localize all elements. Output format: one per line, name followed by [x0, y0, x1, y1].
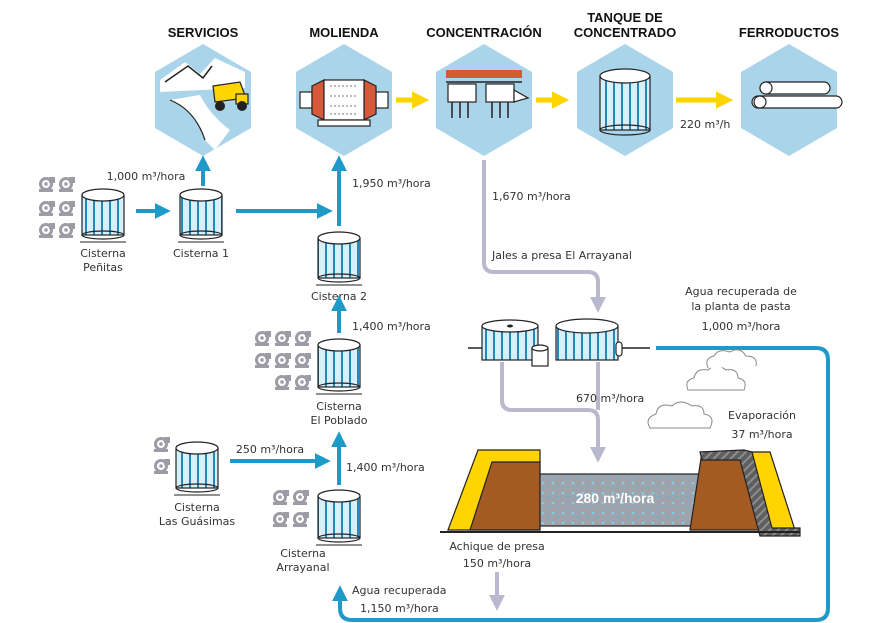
cisterna-penitas-label-1: Cisterna — [80, 247, 126, 260]
stage-ferroductos-title: FERRODUCTOS — [739, 25, 839, 40]
pump-icon — [154, 459, 170, 474]
mining-truck-icon — [212, 81, 249, 111]
agua-recuperada-label: Agua recuperada — [352, 584, 447, 597]
cisterna-penitas-label-2: Peñitas — [83, 261, 123, 274]
thickener-tanks — [468, 318, 650, 367]
cisterna-el-poblado-label-1: Cisterna — [316, 400, 362, 413]
guasimas-flow-label: 250 m³/hora — [236, 443, 304, 456]
stage-tanque-title-1: TANQUE DE — [587, 10, 663, 25]
evaporacion-rate-label: 37 m³/hora — [731, 428, 792, 441]
ferroductos-flow-label: 220 m³/h — [680, 118, 730, 131]
agua-recuperada-rate-label: 1,150 m³/hora — [360, 602, 439, 615]
cisterna-el-poblado — [255, 331, 362, 395]
pump-icon — [154, 437, 170, 452]
stage-tanque-title-2: CONCENTRADO — [574, 25, 677, 40]
cisterna-penitas — [39, 177, 126, 243]
pump-icon — [293, 490, 309, 505]
pump-icon — [273, 490, 289, 505]
cisterna-2 — [316, 231, 362, 286]
cisterna-1-label: Cisterna 1 — [173, 247, 229, 260]
pump-icon — [59, 223, 75, 238]
pump-icon — [39, 177, 55, 192]
evaporacion-label: Evaporación — [728, 409, 796, 422]
pump-icon — [39, 201, 55, 216]
concentracion-out-label: 1,670 m³/hora — [492, 190, 571, 203]
pump-icon — [295, 331, 311, 346]
pump-icon — [293, 512, 309, 527]
servicios-hexagon — [155, 44, 251, 156]
water-flow-arrows — [136, 155, 830, 622]
cisterna-las-guasimas-label-1: Cisterna — [174, 501, 220, 514]
pump-icon — [295, 353, 311, 368]
achique-label: Achique de presa — [449, 540, 544, 553]
cisterna-arrayanal-label-2: Arrayanal — [276, 561, 329, 574]
concentracion-hexagon — [436, 44, 532, 156]
molienda-hexagon — [296, 44, 392, 156]
pump-icon — [275, 353, 291, 368]
tailings-dam — [440, 449, 801, 537]
cisterna-las-guasimas-label-2: Las Guásimas — [159, 515, 236, 528]
pump-icon — [255, 353, 271, 368]
stage-concentracion-title: CONCENTRACIÓN — [426, 25, 542, 40]
recuperada-label-2: la planta de pasta — [691, 300, 790, 313]
tanque-concentrado-hexagon — [577, 44, 673, 156]
pump-icon — [39, 223, 55, 238]
cisterna-arrayanal-label-1: Cisterna — [280, 547, 326, 560]
molienda-flow-label: 1,950 m³/hora — [352, 177, 431, 190]
cloud-icon — [647, 349, 757, 429]
ferroductos-hexagon — [741, 44, 843, 156]
flotation-cells-icon — [446, 70, 530, 118]
tailings-lines — [482, 160, 606, 611]
cisterna-las-guasimas — [154, 437, 220, 496]
pump-icon — [275, 375, 291, 390]
stage-molienda-title: MOLIENDA — [309, 25, 379, 40]
grinding-mill-icon — [299, 79, 389, 127]
pump-icon — [59, 177, 75, 192]
cisterna-el-poblado-label-2: El Poblado — [311, 414, 368, 427]
pump-icon — [273, 512, 289, 527]
stage-servicios-title: SERVICIOS — [168, 25, 239, 40]
thickener-out-label: 670 m³/hora — [576, 392, 644, 405]
achique-rate-label: 150 m³/hora — [463, 557, 531, 570]
pump-icon — [59, 201, 75, 216]
concentrate-tank-icon — [599, 68, 651, 136]
pump-icon — [255, 331, 271, 346]
presa-rate-label: 280 m³/hora — [576, 490, 655, 506]
pump-icon — [275, 331, 291, 346]
recuperada-label-1: Agua recuperada de — [685, 285, 797, 298]
cisterna-arrayanal — [273, 489, 362, 546]
cisterna2-flow-label: 1,400 m³/hora — [352, 320, 431, 333]
arrayanal-flow-label: 1,400 m³/hora — [346, 461, 425, 474]
pipes-icon — [751, 81, 843, 109]
jales-label: Jales a presa El Arrayanal — [491, 249, 632, 262]
recuperada-rate-label: 1,000 m³/hora — [702, 320, 781, 333]
servicios-flow-label: 1,000 m³/hora — [107, 170, 186, 183]
cisterna-1 — [178, 188, 224, 243]
pump-icon — [295, 375, 311, 390]
